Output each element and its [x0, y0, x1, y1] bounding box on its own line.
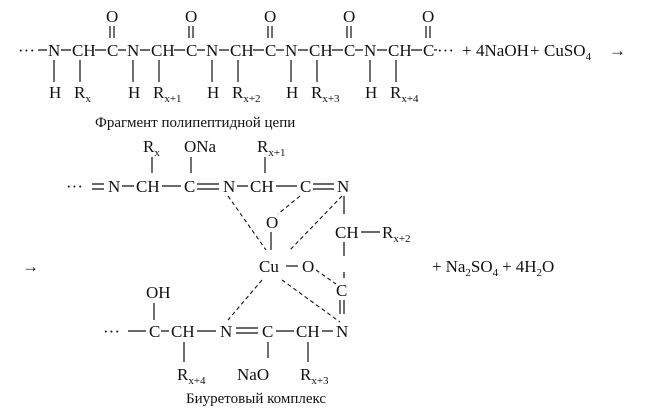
atom-o-1: O [106, 7, 118, 26]
lower-chain-bonds [128, 327, 333, 334]
chain-dots-left: ··· [18, 41, 35, 60]
radical-r-x4-lower: Rx+4 [177, 365, 206, 387]
radical-r-x-upper: Rx [143, 137, 160, 159]
upper-atom-n-3: N [337, 177, 349, 196]
atom-n-3: N [206, 41, 218, 60]
chain-dots-right: ··· [437, 41, 454, 60]
lower-atom-n-1: N [220, 322, 232, 341]
plus-sign-1: + [462, 41, 472, 60]
coord-line-o-c [315, 269, 337, 285]
group-nao: NaO [237, 365, 269, 384]
reagent-naoh: 4NaOH [476, 41, 529, 60]
atom-c-1: C [107, 41, 118, 60]
radical-r-x: Rx [74, 83, 91, 105]
atom-h-1: H [49, 83, 61, 102]
atom-c-5: C [423, 41, 434, 60]
biuret-complex: Rx ONa Rx+1 ··· N CH C N CH C N O CH Rx+… [22, 137, 554, 407]
atom-o-2: O [185, 7, 197, 26]
lower-chain-dots: ··· [103, 322, 120, 341]
lower-side-bonds [183, 342, 309, 362]
polypeptide-fragment: ··· N CH C N CH C N CH C N CH C N CH C ·… [18, 7, 626, 131]
right-atom-c: C [336, 281, 347, 300]
atom-ch-2: CH [151, 41, 175, 60]
copper-atom: Cu [259, 257, 279, 276]
upper-atom-c-2: C [300, 177, 311, 196]
upper-chain-dots: ··· [66, 177, 83, 196]
upper-side-bonds [151, 157, 345, 214]
lower-atom-c-1: C [149, 322, 160, 341]
caption-complex: Биуретовый комплекс [186, 391, 326, 407]
atom-n-5: N [364, 41, 376, 60]
atom-h-3: H [207, 83, 219, 102]
atom-ch-4: CH [309, 41, 333, 60]
right-c-n-double-bond [339, 300, 345, 314]
atom-h-2: H [128, 83, 140, 102]
lower-atom-n-2: N [336, 322, 348, 341]
radical-r-x4: Rx+4 [390, 83, 419, 105]
reagent-cuso4: CuSO4 [544, 41, 592, 63]
bridge-atom-o-upper: O [266, 213, 278, 232]
coord-lines-lower [227, 279, 341, 323]
radical-r-x1: Rx+1 [153, 83, 182, 105]
atom-c-4: C [344, 41, 355, 60]
atom-c-3: C [265, 41, 276, 60]
atom-o-5: O [422, 7, 434, 26]
upper-atom-n-2: N [223, 177, 235, 196]
plus-sign-2: + [530, 41, 540, 60]
reaction-arrow-bottom: → [22, 257, 39, 276]
atom-o-4: O [343, 7, 355, 26]
product-na2so4: +Na2SO4+4H2O [432, 257, 554, 279]
atom-n-4: N [285, 41, 297, 60]
radical-r-x3-lower: Rx+3 [300, 365, 329, 387]
radical-r-x2-right: Rx+2 [382, 223, 411, 245]
upper-atom-n-1: N [108, 177, 120, 196]
radical-r-x1-upper: Rx+1 [257, 137, 286, 159]
atom-n-2: N [127, 41, 139, 60]
atom-h-4: H [286, 83, 298, 102]
lower-atom-c-2: C [262, 322, 273, 341]
atom-h-5: H [365, 83, 377, 102]
carbonyl-double-bonds [109, 26, 431, 38]
group-oh: OH [146, 283, 171, 302]
caption-fragment: Фрагмент полипептидной цепи [95, 115, 295, 131]
side-bonds [53, 60, 397, 82]
atom-ch-5: CH [388, 41, 412, 60]
upper-atom-ch-1: CH [136, 177, 160, 196]
atom-ch-1: CH [72, 41, 96, 60]
radical-r-x3: Rx+3 [311, 83, 340, 105]
atom-ch-3: CH [230, 41, 254, 60]
atom-n-1: N [48, 41, 60, 60]
lower-atom-ch-2: CH [296, 322, 320, 341]
radical-r-x2: Rx+2 [232, 83, 261, 105]
bridge-atom-o-right: O [302, 257, 314, 276]
upper-atom-ch-2: CH [250, 177, 274, 196]
atom-o-3: O [264, 7, 276, 26]
right-atom-ch: CH [335, 223, 359, 242]
atom-c-2: C [186, 41, 197, 60]
group-ona: ONa [184, 137, 217, 156]
reaction-arrow-top: → [609, 41, 626, 60]
lower-atom-ch-1: CH [171, 322, 195, 341]
upper-chain-bonds [92, 183, 334, 190]
upper-atom-c-1: C [184, 177, 195, 196]
coord-lines-upper [227, 195, 343, 251]
